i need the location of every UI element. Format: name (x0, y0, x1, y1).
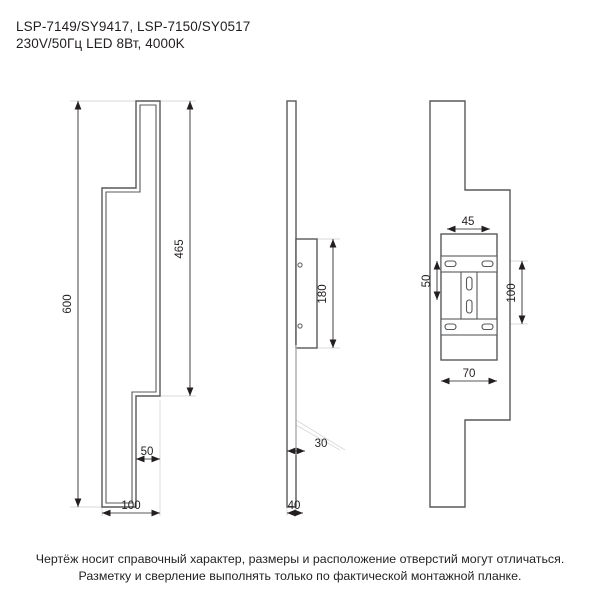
disclaimer-line-1: Чертёж носит справочный характер, размер… (35, 552, 565, 566)
dimension-bar-width-50: 50 (136, 446, 160, 463)
dim-label-45: 45 (462, 216, 475, 228)
side-view-bracket-plate (295, 238, 318, 349)
electrical-spec-line: 230V/50Гц LED 8Вт, 4000K (16, 36, 185, 51)
dim-label-50-plate: 50 (421, 275, 433, 288)
slot-top-left (444, 260, 457, 268)
dimension-body-depth-40: 40 (287, 500, 303, 517)
dim-label-100: 100 (121, 500, 140, 512)
dim-label-40: 40 (288, 500, 301, 512)
dim-label-100-plate: 100 (506, 283, 518, 302)
side-view-mounting-hole-upper (297, 262, 303, 268)
dimension-slot-offset-50: 50 (421, 261, 441, 300)
slot-center-upper (465, 276, 473, 291)
dimension-overall-width-100: 100 (102, 500, 160, 517)
dim-label-70: 70 (463, 368, 476, 380)
dim-label-30: 30 (315, 438, 328, 450)
dimension-bracket-depth-30: 30 (287, 345, 327, 455)
disclaimer-line-2: Разметку и сверление выполнять только по… (78, 569, 522, 583)
dim-label-180: 180 (317, 284, 329, 303)
side-view: 180 30 40 (286, 100, 346, 517)
slot-bottom-left (444, 323, 457, 331)
front-view: 600 465 100 50 (62, 100, 196, 517)
dim-label-50: 50 (141, 446, 154, 458)
dimension-luminous-length-465: 465 (174, 101, 194, 396)
side-view-body-bar (286, 100, 297, 508)
mounting-plate-center-rib (460, 271, 478, 320)
slot-top-right (481, 260, 494, 268)
front-view-inner-profile (105, 104, 157, 504)
dim-label-600: 600 (62, 294, 74, 313)
dim-label-465: 465 (174, 239, 186, 258)
side-view-mounting-hole-lower (297, 323, 303, 329)
dimension-plate-outer-width-70: 70 (441, 368, 497, 385)
dimension-hole-spacing-100: 100 (506, 261, 526, 324)
dimension-plate-inner-width-45: 45 (447, 216, 490, 233)
title-block: LSP-7149/SY9417, LSP-7150/SY0517 230V/50… (16, 18, 250, 52)
mounting-plate-view: 45 70 50 100 (421, 100, 528, 508)
slot-bottom-right (481, 323, 494, 331)
dimension-overall-height-600: 600 (62, 101, 82, 507)
slot-center-lower (465, 299, 473, 314)
disclaimer-block: Чертёж носит справочный характер, размер… (0, 551, 600, 585)
model-code-line: LSP-7149/SY9417, LSP-7150/SY0517 (16, 19, 251, 34)
dimension-bracket-height-180: 180 (317, 239, 337, 348)
